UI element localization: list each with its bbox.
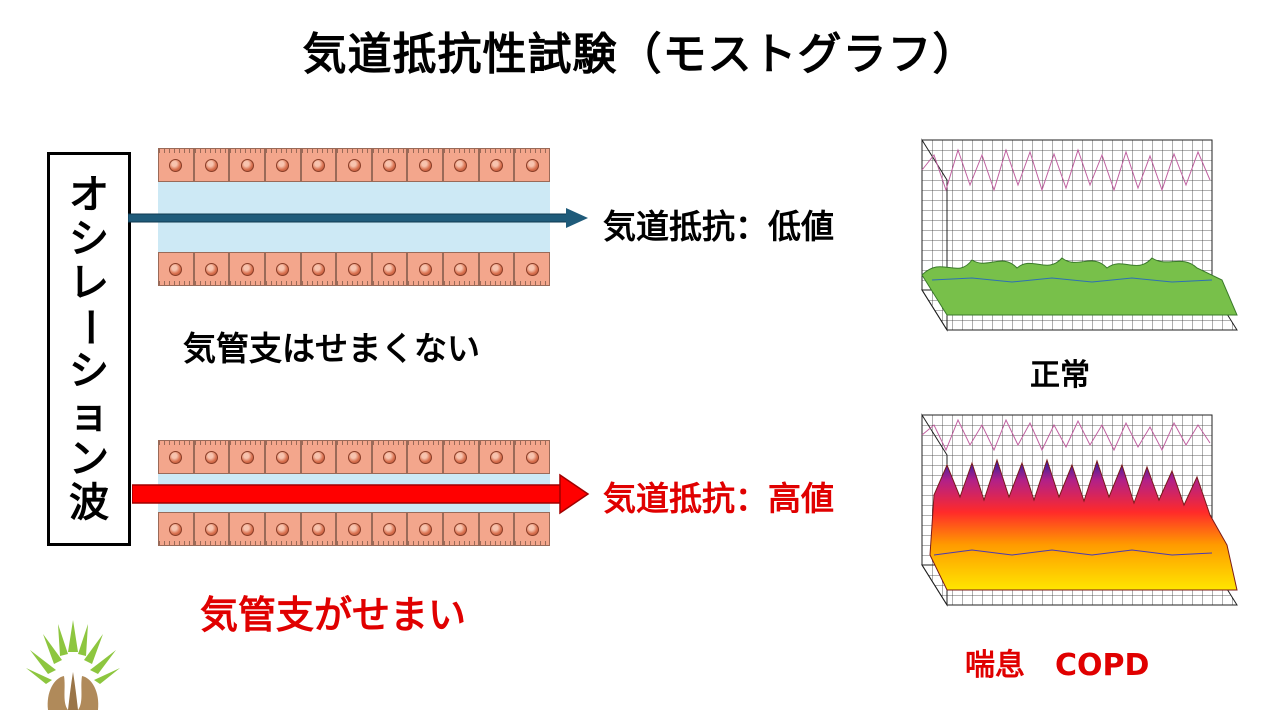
page-title: 気道抵抗性試験（モストグラフ） (302, 29, 978, 80)
normal-airway-diagram (158, 148, 551, 286)
osc-char: ョ (69, 392, 109, 438)
tree-logo (26, 620, 120, 710)
osc-char: オ (69, 172, 109, 218)
osc-char: シ (69, 348, 109, 394)
airway-wall-top (158, 148, 551, 182)
asthma-copd-mostgraph-3d-plot (921, 413, 1238, 607)
airway-wall-top (158, 440, 551, 474)
osc-char: ン (69, 436, 109, 482)
osc-char: シ (69, 216, 109, 262)
asthma-copd-graph-label: 喘息 COPD (965, 648, 1150, 683)
osc-char: レ (69, 260, 109, 306)
normal-caption: 気管支はせまくない (183, 329, 480, 368)
narrow-airway-diagram (158, 440, 551, 546)
narrow-result-label: 気道抵抗：高値 (603, 479, 834, 518)
normal-arrow (128, 208, 588, 228)
narrow-arrow (132, 473, 590, 515)
osc-char: 波 (69, 480, 109, 526)
airway-wall-bottom (158, 512, 551, 546)
oscillation-wave-label-box: オ シ レ ー シ ョ ン 波 (47, 152, 131, 546)
normal-result-label: 気道抵抗：低値 (603, 207, 834, 246)
narrow-caption: 気管支がせまい (200, 593, 467, 637)
normal-graph-label: 正常 (1030, 358, 1090, 393)
normal-mostgraph-3d-plot (921, 138, 1238, 332)
airway-wall-bottom (158, 252, 551, 286)
osc-char: ー (66, 307, 112, 347)
